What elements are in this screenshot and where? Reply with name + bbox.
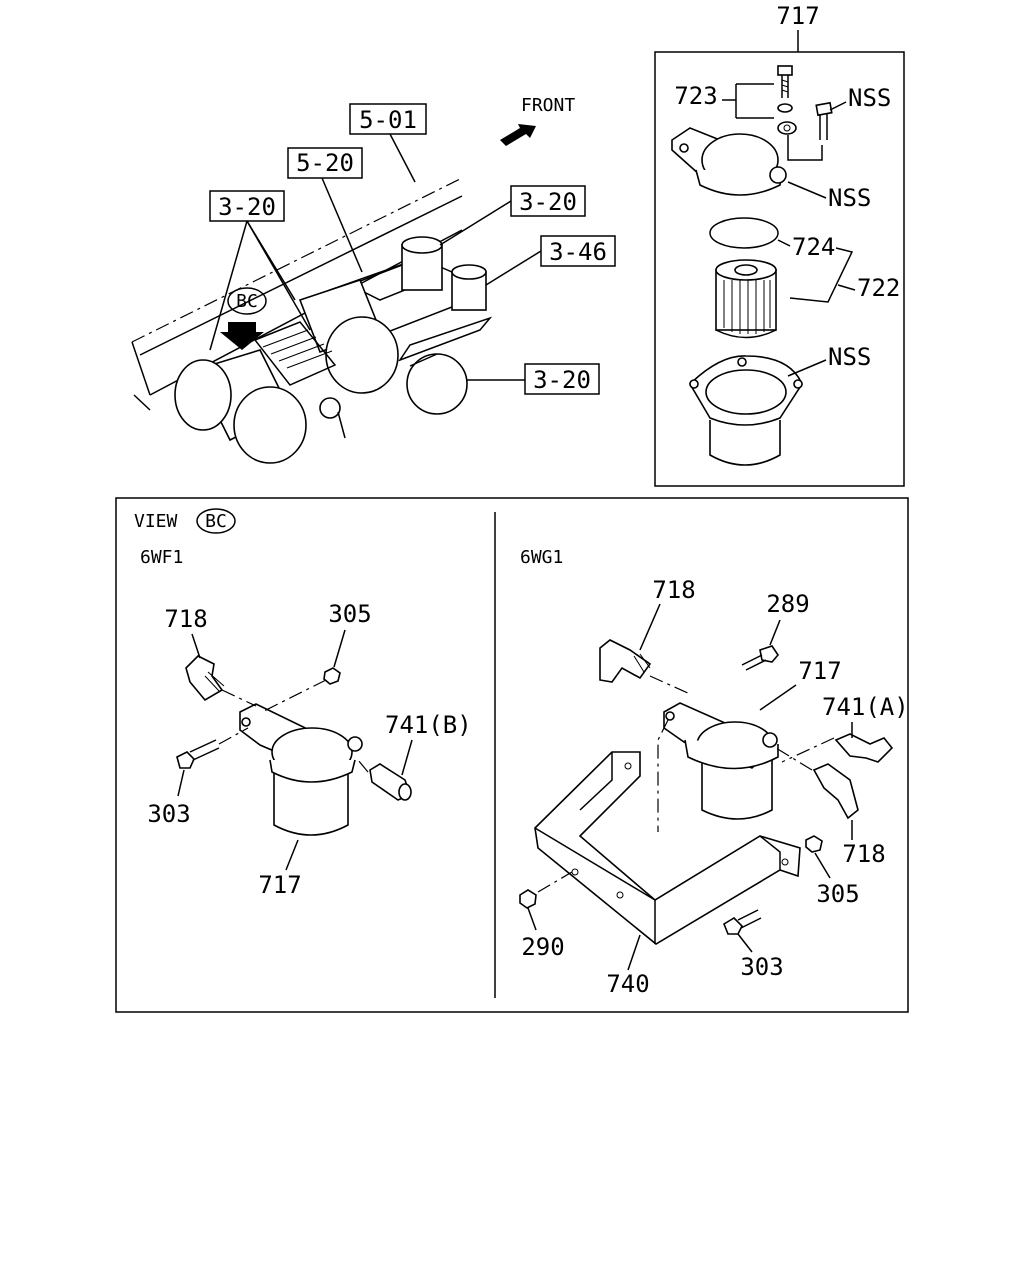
svg-text:3-20: 3-20 <box>519 188 577 216</box>
svg-text:5-20: 5-20 <box>296 149 354 177</box>
front-label: FRONT <box>521 95 575 116</box>
callout-289: 289 <box>766 590 809 618</box>
ref-box-3-20-upper: 3-20 <box>439 185 586 246</box>
callout-303-right: 303 <box>740 953 783 981</box>
left-elbow-718 <box>185 655 225 702</box>
callout-741b: 741(B) <box>385 711 472 739</box>
svg-text:5-01: 5-01 <box>359 106 417 134</box>
ref-box-3-20-lower: 3-20 <box>467 363 600 395</box>
callout-717-right: 717 <box>798 657 841 685</box>
filter-detail-panel: 717 723 NSS NSS <box>654 2 905 487</box>
callout-718-right-bottom: 718 <box>842 840 885 868</box>
left-fitting-741b <box>369 763 412 801</box>
bolt-nss <box>815 101 833 140</box>
variant-6wf1: 6WF1 <box>140 547 183 568</box>
callout-740: 740 <box>606 970 649 998</box>
air-tank <box>174 349 307 464</box>
right-nut-305 <box>805 835 823 853</box>
cylinder <box>451 264 487 311</box>
filter-head <box>671 127 787 196</box>
nut-290 <box>519 889 537 909</box>
svg-text:3-46: 3-46 <box>549 238 607 266</box>
callout-303-left: 303 <box>147 800 190 828</box>
right-fitting-741a <box>834 733 894 763</box>
ref-box-3-46: 3-46 <box>485 235 616 286</box>
svg-text:3-20: 3-20 <box>218 193 276 221</box>
bolt-289 <box>741 645 780 671</box>
callout-290: 290 <box>521 933 564 961</box>
callout-723: 723 <box>674 82 717 110</box>
callout-717-top: 717 <box>776 2 819 30</box>
callout-718-left: 718 <box>164 605 207 633</box>
callout-305-right: 305 <box>816 880 859 908</box>
view-marker: BC <box>205 511 227 532</box>
right-elbow-718-bottom <box>812 763 859 820</box>
filter-element <box>715 259 777 339</box>
callout-305-left: 305 <box>328 600 371 628</box>
filter-bowl <box>688 355 803 466</box>
bolt-723 <box>777 65 797 135</box>
view-title: VIEW <box>134 511 178 532</box>
view-arrow: BC <box>220 287 267 350</box>
o-ring <box>709 217 779 249</box>
view-marker: BC <box>236 291 258 312</box>
callout-nss-bowl: NSS <box>828 343 871 371</box>
air-tank <box>298 279 399 394</box>
air-tank <box>406 353 468 415</box>
chassis-overview <box>131 177 493 464</box>
ref-box-3-20-left: 3-20 <box>209 190 311 351</box>
left-bolt-303 <box>176 739 220 769</box>
ref-box-5-01: 5-01 <box>349 103 427 183</box>
callout-741a: 741(A) <box>822 693 909 721</box>
callout-717-left: 717 <box>258 871 301 899</box>
callout-724: 724 <box>792 233 835 261</box>
callout-nss-bolt: NSS <box>848 84 891 112</box>
callout-722: 722 <box>857 274 900 302</box>
view-bc-panel: VIEW BC 6WF1 718 305 <box>115 497 909 1013</box>
variant-6wg1: 6WG1 <box>520 547 563 568</box>
left-nut-305 <box>323 667 341 685</box>
right-elbow-718-top <box>599 639 652 683</box>
callout-718-right-top: 718 <box>652 576 695 604</box>
svg-text:3-20: 3-20 <box>533 366 591 394</box>
cylinder <box>401 236 443 291</box>
ref-box-5-20: 5-20 <box>287 147 363 273</box>
callout-nss-head: NSS <box>828 184 871 212</box>
left-filter-assembly <box>239 703 363 836</box>
front-indicator: FRONT <box>500 95 575 146</box>
right-filter-assembly <box>663 702 779 820</box>
right-bolt-303 <box>723 909 762 935</box>
bracket-740 <box>534 751 801 945</box>
